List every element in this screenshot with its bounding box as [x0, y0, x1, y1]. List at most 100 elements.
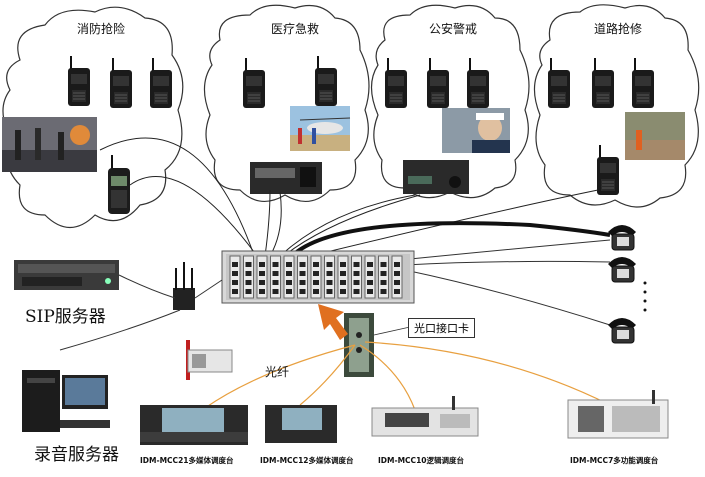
upload-arrow	[318, 304, 348, 340]
chassis-slot	[337, 255, 349, 299]
ellipsis-dots	[643, 281, 647, 312]
fiber-label: 光纤	[265, 365, 290, 379]
chassis-port	[326, 271, 333, 276]
cloud-title-road: 道路抢修	[594, 22, 643, 36]
chassis-port	[313, 280, 319, 285]
sip-server	[14, 260, 119, 290]
radio-cables	[99, 137, 599, 261]
card-leader-line	[373, 326, 411, 336]
chassis-port	[286, 289, 292, 294]
chassis-port	[326, 262, 333, 267]
chassis-port	[380, 262, 387, 267]
chassis-port	[272, 271, 279, 276]
chassis-port	[313, 289, 319, 294]
chassis-port	[394, 271, 400, 276]
chassis-port	[232, 262, 238, 267]
cloud-title-fire: 消防抢险	[77, 22, 126, 36]
chassis-port	[299, 289, 306, 294]
chassis-port	[367, 271, 373, 276]
desk-phone	[186, 340, 233, 380]
chassis-port	[259, 262, 265, 267]
chassis-slot	[297, 255, 308, 299]
chassis-port	[367, 289, 373, 294]
chassis-port	[299, 280, 306, 285]
chassis-port	[326, 280, 333, 285]
chassis-slots	[229, 255, 403, 299]
chassis-port	[232, 280, 238, 285]
console-mcc12	[265, 405, 337, 443]
chassis-port	[313, 262, 319, 267]
chassis-slot	[364, 255, 376, 299]
telephone-3	[607, 317, 637, 344]
chassis-port	[340, 262, 346, 267]
console-label-mcc21: IDM-MCC21多媒体调度台	[140, 456, 234, 465]
console-label-mcc12: IDM-MCC12多媒体调度台	[260, 456, 354, 465]
chassis-slot	[391, 255, 403, 299]
chassis-port	[245, 289, 252, 294]
chassis-port	[286, 271, 292, 276]
chassis-port	[232, 289, 238, 294]
trunk-cable	[288, 221, 611, 260]
road-repair-photo	[625, 112, 685, 160]
handheld-radio	[108, 155, 130, 214]
chassis-slot	[229, 255, 241, 299]
chassis-port	[299, 271, 306, 276]
chassis-slot	[270, 255, 281, 299]
chassis-port	[286, 280, 292, 285]
chassis-port	[272, 289, 279, 294]
chassis-port	[340, 280, 346, 285]
chassis-port	[272, 262, 279, 267]
chassis-port	[353, 289, 360, 294]
console-label-mcc10: IDM-MCC10逻辑调度台	[378, 456, 465, 465]
base-station-radio	[250, 162, 322, 194]
chassis-port	[245, 262, 252, 267]
chassis-port	[245, 271, 252, 276]
console-label-mcc7: IDM-MCC7多功能调度台	[570, 456, 659, 465]
chassis-slot	[351, 255, 362, 299]
chassis-port	[299, 262, 306, 267]
phone-cables	[399, 239, 611, 326]
recording-server-label: 录音服务器	[34, 445, 119, 465]
chassis-port	[259, 271, 265, 276]
medical-helicopter-photo	[290, 106, 351, 151]
chassis-port	[313, 271, 319, 276]
recording-server	[22, 370, 110, 432]
wifi-router	[173, 262, 195, 310]
chassis-port	[380, 289, 387, 294]
chassis-slot	[310, 255, 322, 299]
chassis-port	[380, 271, 387, 276]
chassis-port	[232, 271, 238, 276]
telephone-2	[607, 256, 637, 283]
chassis-port	[367, 280, 373, 285]
chassis-port	[394, 280, 400, 285]
chassis-port	[394, 262, 400, 267]
chassis-port	[367, 262, 373, 267]
chassis-port	[259, 289, 265, 294]
chassis-port	[245, 280, 252, 285]
chassis-slot	[243, 255, 254, 299]
chassis-slot	[378, 255, 389, 299]
chassis-port	[272, 280, 279, 285]
chassis-port	[353, 271, 360, 276]
chassis-port	[340, 289, 346, 294]
chassis-port	[353, 280, 360, 285]
sip-links	[59, 274, 223, 351]
chassis-port	[340, 271, 346, 276]
console-mcc10	[371, 396, 479, 437]
sip-server-label: SIP服务器	[25, 307, 106, 327]
chassis-port	[286, 262, 292, 267]
mobile-radio	[403, 160, 469, 194]
cloud-title-medical: 医疗急救	[271, 22, 320, 36]
fiber-lines	[204, 341, 611, 411]
console-mcc7	[567, 390, 669, 439]
police-officer-photo	[442, 108, 510, 153]
chassis-slot	[256, 255, 268, 299]
chassis-slot	[283, 255, 295, 299]
firefighters-photo	[2, 117, 97, 172]
cloud-medical-rescue	[203, 4, 370, 202]
chassis-port	[326, 289, 333, 294]
chassis-port	[380, 280, 387, 285]
optical-interface-card	[344, 313, 374, 377]
console-mcc21	[140, 405, 248, 445]
